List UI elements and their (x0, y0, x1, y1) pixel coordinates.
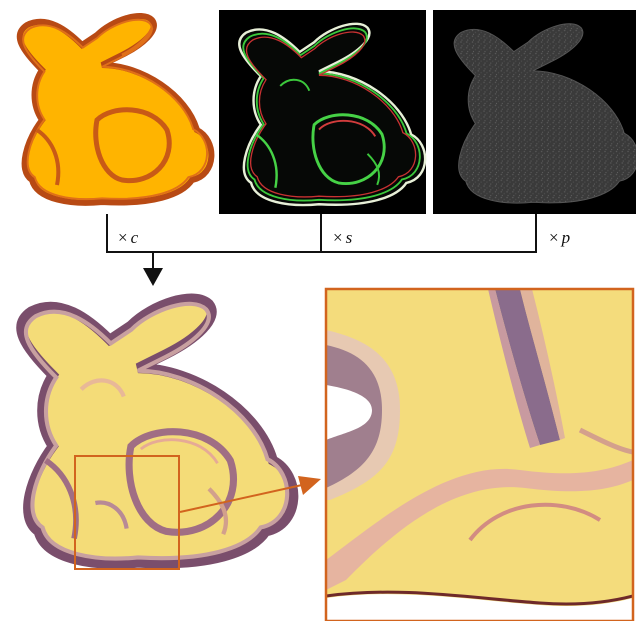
edge-map-image (219, 10, 426, 214)
stylized-result-image (21, 298, 293, 563)
multiplier-s-label: ×s (333, 228, 353, 247)
zoom-arrow-icon (298, 476, 321, 495)
noise-texture-image (433, 10, 636, 214)
multiplier-c-label: ×c (118, 228, 139, 247)
color-bunny-image (20, 16, 212, 203)
combination-connectors (106, 214, 537, 270)
down-arrow-icon (143, 268, 163, 286)
zoomed-detail-image (326, 289, 633, 621)
multiplier-p-label: ×p (549, 228, 570, 247)
